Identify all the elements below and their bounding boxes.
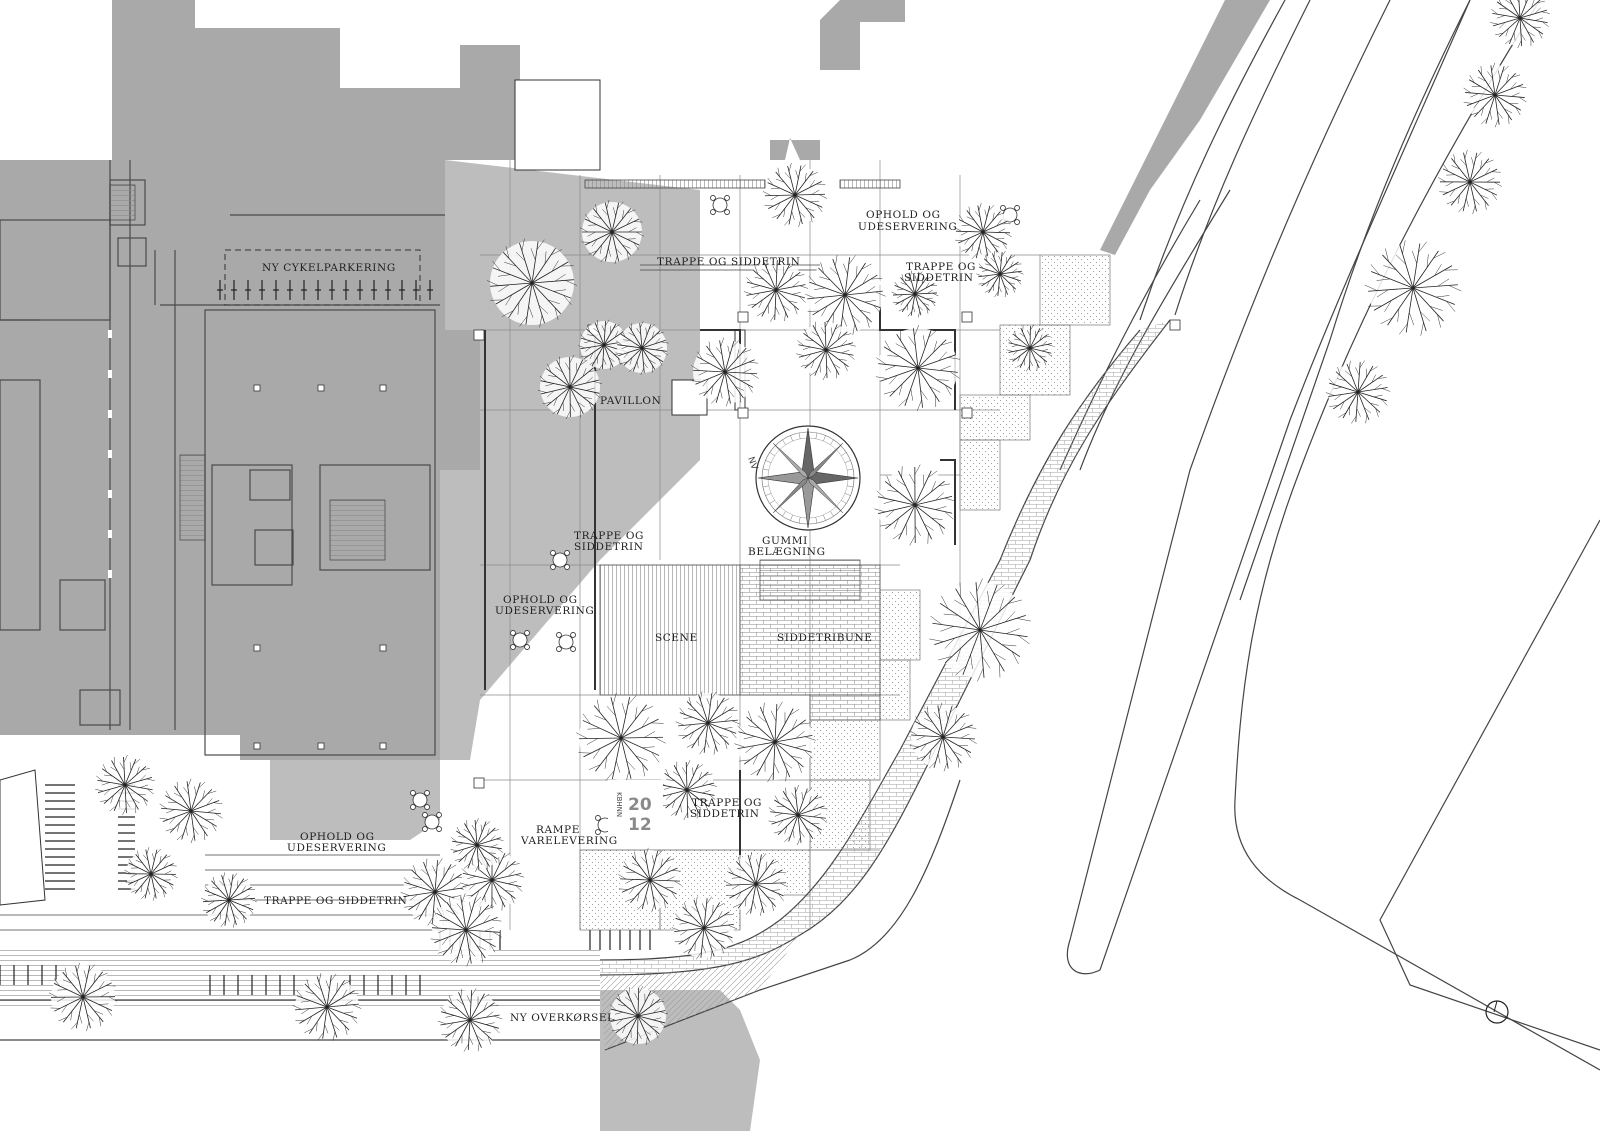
- label-new-crossing: NY OVERKØRSEL: [510, 1012, 615, 1024]
- tree: [486, 238, 578, 328]
- tree: [671, 896, 737, 960]
- tree: [875, 324, 961, 412]
- label-outdoor-mid-1: OPHOLD OG: [503, 594, 578, 606]
- label-stairs-top: TRAPPE OG SIDDETRIN: [657, 256, 800, 268]
- building-top: [112, 0, 905, 160]
- tree: [292, 973, 362, 1041]
- label-ramp-2: VARELEVERING: [520, 835, 618, 847]
- outdoor-tables: [410, 195, 1020, 835]
- bicycle-racks: [217, 280, 433, 300]
- stage-area: [599, 559, 881, 721]
- tree: [954, 203, 1012, 261]
- tree: [796, 319, 856, 381]
- label-stairs-bottom: TRAPPE OG SIDDETRIN: [264, 895, 407, 907]
- tree: [1364, 240, 1462, 336]
- building-interior: [0, 160, 445, 756]
- tree: [579, 199, 645, 265]
- building-ne-wedge: [1100, 0, 1270, 255]
- label-ramp-1: RAMPE: [536, 824, 580, 836]
- tree: [743, 258, 809, 322]
- tree: [450, 818, 504, 872]
- year-plaque: 20 12 KBHNN: [608, 780, 663, 840]
- compass-north-label: NV: [745, 456, 759, 472]
- tree: [734, 701, 816, 783]
- label-tribune: SIDDETRIBUNE: [777, 632, 873, 644]
- tree: [675, 691, 741, 755]
- label-outdoor-mid-2: UDESERVERING: [495, 605, 594, 617]
- building-columns: [253, 384, 387, 750]
- tree: [1490, 0, 1550, 49]
- tree: [723, 852, 789, 916]
- plaque-year-bottom: 12: [628, 815, 652, 835]
- label-cycle-parking: NY CYKELPARKERING: [262, 262, 396, 274]
- tree: [1438, 149, 1502, 215]
- tree: [909, 702, 977, 772]
- label-rubber-1: GUMMI: [762, 535, 808, 547]
- label-rubber-2: BELÆGNING: [748, 546, 826, 558]
- building-stairs: [109, 184, 386, 561]
- label-stairs-mid-2: SIDDETRIN: [574, 541, 644, 553]
- tree: [657, 760, 717, 820]
- tree: [576, 693, 666, 783]
- tree: [124, 847, 178, 901]
- label-outdoor-low-1: OPHOLD OG: [300, 831, 375, 843]
- tree: [615, 321, 669, 375]
- tree: [618, 847, 682, 913]
- label-stairs-low-1: TRAPPE OG: [692, 797, 762, 809]
- tree: [976, 250, 1024, 298]
- tree: [578, 319, 630, 371]
- plaque-year-top: 20: [628, 795, 652, 815]
- label-stairs-ne-2: SIDDETRIN: [904, 272, 974, 284]
- tree: [891, 270, 939, 318]
- tree: [48, 962, 118, 1032]
- label-stairs-low-2: SIDDETRIN: [690, 808, 760, 820]
- plaque-side-text: KBHNN: [615, 792, 623, 817]
- tree: [607, 986, 669, 1046]
- label-stairs-mid-1: TRAPPE OG: [574, 530, 644, 542]
- tree: [804, 254, 886, 336]
- trees: [48, 0, 1550, 1052]
- plan-labels: NY CYKELPARKERING TRAPPE OG SIDDETRIN OP…: [262, 209, 976, 1024]
- compass-rose: [755, 425, 861, 531]
- tree: [95, 754, 155, 816]
- label-stairs-ne-1: TRAPPE OG: [906, 261, 976, 273]
- tree: [437, 988, 503, 1052]
- left-annex: [0, 769, 46, 906]
- label-outdoor-low-2: UDESERVERING: [287, 842, 386, 854]
- pavilion: [671, 379, 708, 416]
- tree: [159, 778, 223, 844]
- tree: [1463, 62, 1527, 128]
- tree: [1325, 360, 1391, 424]
- cycle-parking-area: [224, 249, 421, 306]
- building-column-strip: [108, 330, 112, 578]
- tree: [537, 354, 603, 420]
- tree: [768, 784, 828, 846]
- tree: [762, 162, 828, 228]
- label-pavilion: PAVILLON: [600, 395, 661, 407]
- label-outdoor-top-2: UDESERVERING: [858, 221, 957, 233]
- tree: [691, 337, 759, 407]
- tree: [874, 464, 956, 546]
- tree: [430, 893, 502, 967]
- label-outdoor-top-1: OPHOLD OG: [866, 209, 941, 221]
- tree: [201, 872, 257, 928]
- tree: [929, 578, 1031, 682]
- label-stage: SCENE: [655, 632, 698, 644]
- tree: [1006, 324, 1054, 372]
